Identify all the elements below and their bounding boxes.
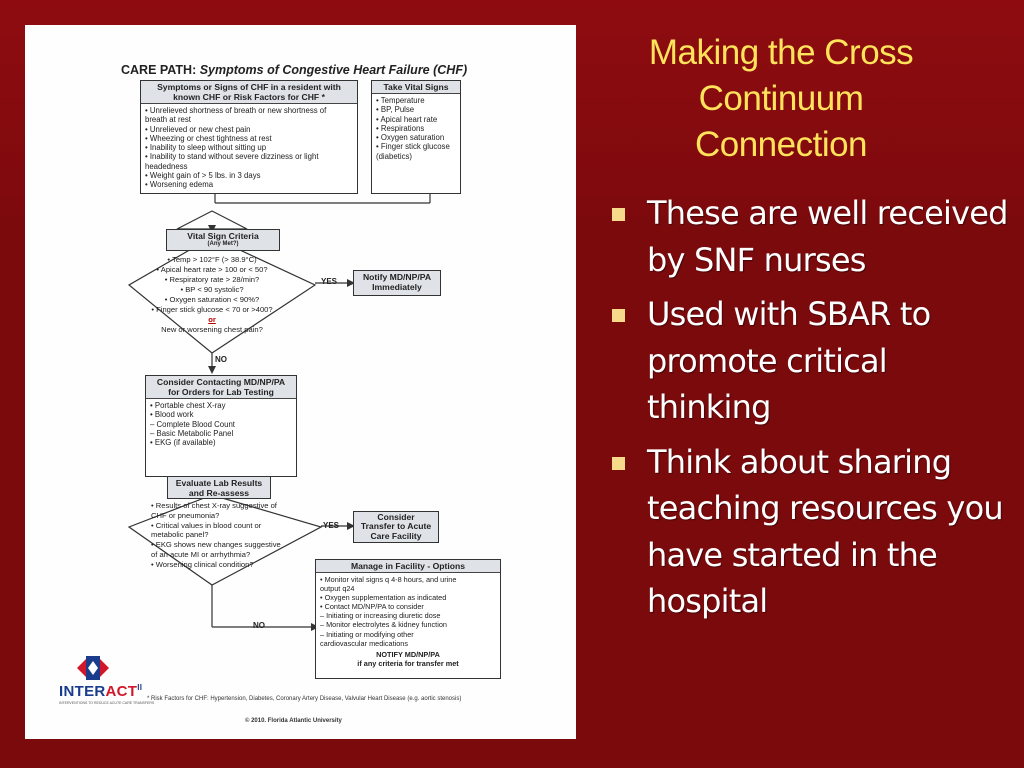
criteria-header-box: Vital Sign Criteria (Any Met?) [166,229,280,251]
list-item: of an acute MI or arrhythmia? [151,549,251,559]
list-item: • Respiratory rate > 28/min? [164,275,260,284]
list-item: (diabetics) [376,151,412,161]
lab-testing-list: • Portable chest X-ray • Blood work – Co… [146,399,296,449]
list-item: • Results of chest X-ray suggestive of [151,501,277,510]
vital-signs-list: • Temperature • BP, Pulse • Apical heart… [372,94,460,163]
symptoms-list: • Unrelieved shortness of breath or new … [141,104,357,192]
list-item: – Basic Metabolic Panel [150,428,234,438]
bullet-item: These are well received by SNF nurses [607,190,1017,283]
list-item: • Temperature [376,96,425,105]
lab-testing-box: Consider Contacting MD/NP/PA for Orders … [145,375,297,477]
list-item: • Oxygen saturation [376,133,445,143]
list-item: • Contact MD/NP/PA to consider [320,602,424,612]
list-item: • Unrelieved or new chest pain [145,124,251,134]
list-item: • EKG (if available) [150,438,216,448]
list-item: – Complete Blood Count [150,419,235,429]
list-item: • BP < 90 systolic? [180,285,244,294]
manage-facility-box: Manage in Facility - Options • Monitor v… [315,559,501,679]
list-item: – Monitor electrolytes & kidney function [320,620,447,630]
risk-factors-footnote: * Risk Factors for CHF: Hypertension, Di… [147,696,462,702]
care-path-document: CARE PATH: Symptoms of Congestive Heart … [25,25,576,739]
vital-signs-box: Take Vital Signs • Temperature • BP, Pul… [371,80,461,194]
list-item: • Weight gain of > 5 lbs. in 3 days [145,171,261,181]
list-item: • Respirations [376,123,425,133]
manage-notify-line-1: NOTIFY MD/NP/PA [376,649,440,659]
list-item: headedness [145,161,188,171]
manage-facility-header: Manage in Facility - Options [316,560,500,573]
yes-label-1: YES [321,277,338,286]
evaluate-header-box: Evaluate Lab Results and Re-assess [167,476,271,499]
yes-label-2: YES [323,521,340,530]
list-item: • Apical heart rate [376,114,438,124]
notify-box: Notify MD/NP/PA Immediately [353,270,441,296]
list-item: • Apical heart rate > 100 or < 50? [156,265,268,274]
manage-notify-line-2: if any criteria for transfer met [357,658,459,668]
list-item: New or worsening chest pain? [161,325,263,334]
list-item: • Finger stick glucose [376,142,450,152]
logo-wordmark: INTERACTII [59,683,143,700]
list-item: • Blood work [150,410,194,420]
evaluate-list: • Results of chest X-ray suggestive of C… [151,501,301,570]
no-label-1: NO [215,355,227,364]
symptoms-header: Symptoms or Signs of CHF in a resident w… [141,81,357,104]
slide-title: Making the Cross Continuum Connection [648,33,914,164]
list-item: metabolic panel? [151,530,209,540]
list-item: • Critical values in blood count or [151,520,262,530]
bullet-square-icon [612,456,625,470]
list-item: • Wheezing or chest tightness at rest [145,133,272,143]
interact-logo: INTERACTII INTERVENTIONS TO REDUCE ACUTE… [59,653,169,708]
list-item: • Portable chest X-ray [150,401,226,410]
list-item: • Monitor vital signs q 4-8 hours, and u… [320,575,457,584]
list-item: • Oxygen saturation < 90%? [164,295,260,304]
list-item: • Worsening clinical condition? [151,559,254,569]
list-item: • BP, Pulse [376,105,415,115]
interact-logo-icon [77,656,109,680]
criteria-list: • Temp > 102°F (> 38.9°C) • Apical heart… [137,255,287,335]
or-label: or [208,315,216,324]
copyright-note: © 2010. Florida Atlantic University [245,718,342,724]
bullet-item: Think about sharing teaching resources y… [607,439,1017,625]
no-label-2: NO [253,621,265,630]
list-item: • Worsening edema [145,180,214,190]
list-item: • EKG shows new changes suggestive [151,540,281,550]
list-item: output q24 [320,584,355,594]
bullet-item: Used with SBAR to promote critical think… [607,291,1017,431]
list-item: • Inability to stand without severe dizz… [145,152,319,162]
lab-testing-header: Consider Contacting MD/NP/PA for Orders … [146,376,296,399]
bullet-list: These are well received by SNF nurses Us… [607,190,1017,633]
list-item: – Initiating or increasing diuretic dose [320,611,441,621]
care-path-title: CARE PATH: Symptoms of Congestive Heart … [121,63,468,77]
manage-facility-list: • Monitor vital signs q 4-8 hours, and u… [316,573,500,670]
transfer-box: Consider Transfer to Acute Care Facility [353,511,439,543]
bullet-square-icon [612,309,625,322]
symptoms-box: Symptoms or Signs of CHF in a resident w… [140,80,358,194]
list-item: • Finger stick glucose < 70 or >400? [151,305,273,314]
bullet-square-icon [612,208,625,221]
list-item: • Inability to sleep without sitting up [145,143,267,153]
list-item: • Unrelieved shortness of breath or new … [145,106,327,115]
list-item: • Oxygen supplementation as indicated [320,593,447,603]
flowchart-connectors [127,194,431,631]
vital-signs-header: Take Vital Signs [372,81,460,94]
criteria-header: Vital Sign Criteria (Any Met?) [167,230,279,250]
list-item: breath at rest [145,115,191,125]
list-item: cardiovascular medications [320,638,409,648]
list-item: – Initiating or modifying other [320,629,414,639]
list-item: CHF or pneumonia? [151,510,220,520]
logo-tagline: INTERVENTIONS TO REDUCE ACUTE CARE TRANS… [59,701,155,705]
list-item: • Temp > 102°F (> 38.9°C) [167,255,257,264]
